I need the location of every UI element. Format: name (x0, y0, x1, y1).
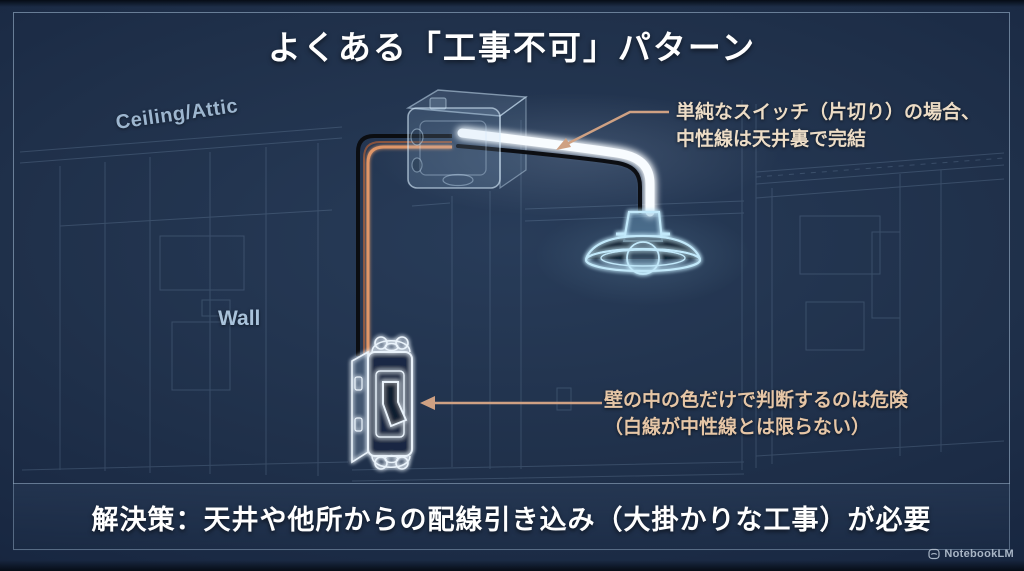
bottom-vignette (0, 560, 1024, 571)
notebooklm-logo-icon (928, 548, 940, 560)
switch-toggle (382, 381, 408, 428)
wall-switch (351, 336, 413, 470)
annotation-neutral-wire: 単純なスイッチ（片切り）の場合、 中性線は天井裏で完結 (676, 99, 980, 153)
junction-box-front (407, 97, 501, 189)
top-vignette (0, 0, 1024, 7)
annotation-wire-color-line2: （白線が中性線とは限らない） (604, 417, 871, 438)
solution-text: 解決策：天井や他所からの配線引き込み（大掛かりな工事）が必要 (91, 505, 932, 535)
cable-black (456, 144, 642, 214)
arrowhead-bottom (420, 396, 435, 410)
annotation-neutral-wire-line2: 中性線は天井裏で完結 (676, 129, 867, 150)
arrowhead-top (556, 138, 571, 150)
annotation-arrows (420, 110, 669, 410)
watermark: NotebookLM (928, 548, 1014, 560)
annotation-wire-color-line1: 壁の中の色だけで判断するのは危険 (604, 390, 909, 411)
switch-wire-dark-red (363, 141, 452, 355)
switch-wire-orange (366, 145, 452, 354)
ceiling-light (584, 210, 702, 275)
annotation-neutral-wire-line1: 単純なスイッチ（片切り）の場合、 (676, 102, 981, 123)
annotation-wire-color-warning: 壁の中の色だけで判断するのは危険 （白線が中性線とは限らない） (604, 387, 908, 441)
switch-wire-black (356, 134, 452, 356)
cable-glow (370, 93, 780, 217)
switch-leg-wires (356, 134, 452, 356)
wall-label: Wall (218, 307, 261, 330)
neutral-cable (456, 128, 655, 217)
page-title: よくある「工事不可」パターン (267, 29, 757, 66)
cable-white (457, 128, 655, 217)
solution-bar: 解決策：天井や他所からの配線引き込み（大掛かりな工事）が必要 (13, 483, 1010, 551)
leader-arrow-top (562, 110, 669, 148)
watermark-label: NotebookLM (944, 548, 1014, 560)
